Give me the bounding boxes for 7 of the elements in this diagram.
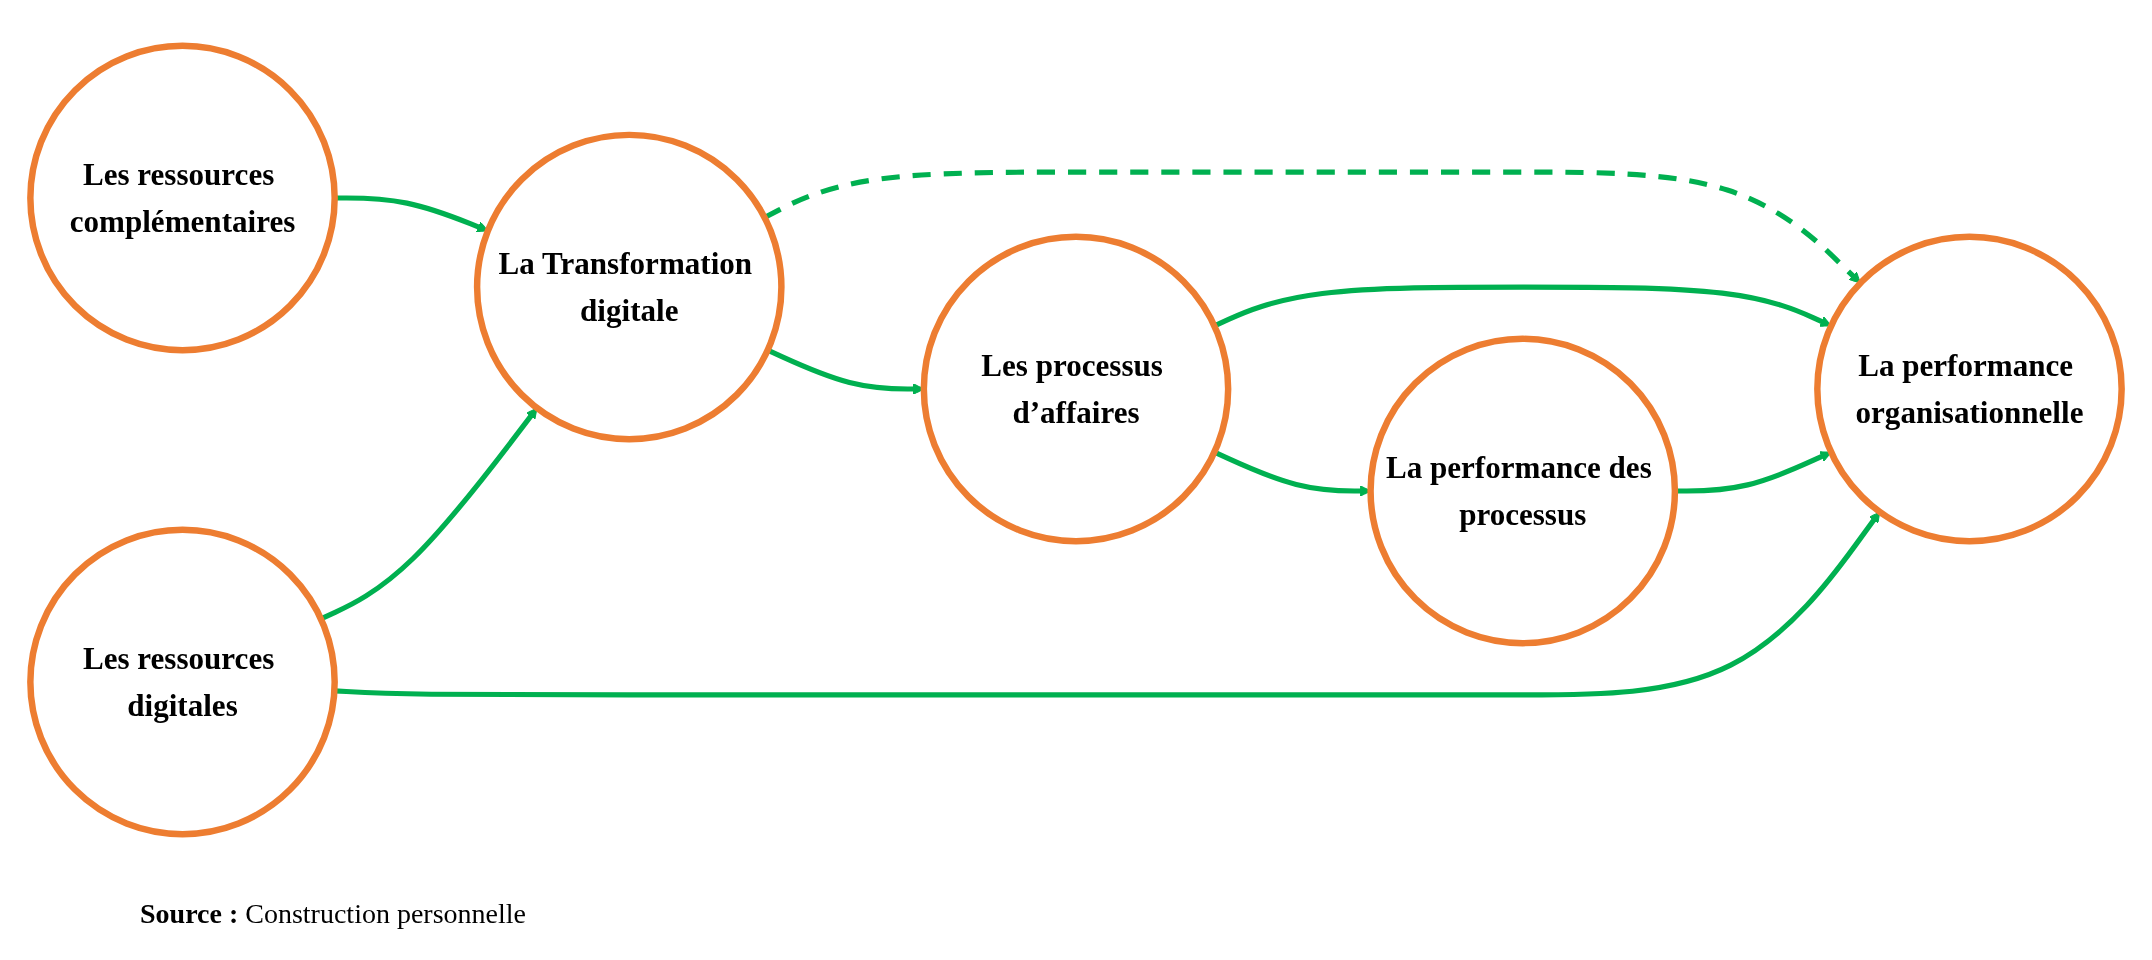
node-circle: La performance des processus [1367,335,1679,647]
source-note: Source : Construction personnelle [140,898,526,930]
node-circle: Les ressources digitales [27,526,338,838]
node-circle: La performance organisationnelle [1814,233,2125,545]
node-circle: Les ressources complémentaires [27,42,338,354]
node-circle: Les processus d’affaires [920,233,1232,545]
node-circle: La Transformation digitale [473,131,785,443]
